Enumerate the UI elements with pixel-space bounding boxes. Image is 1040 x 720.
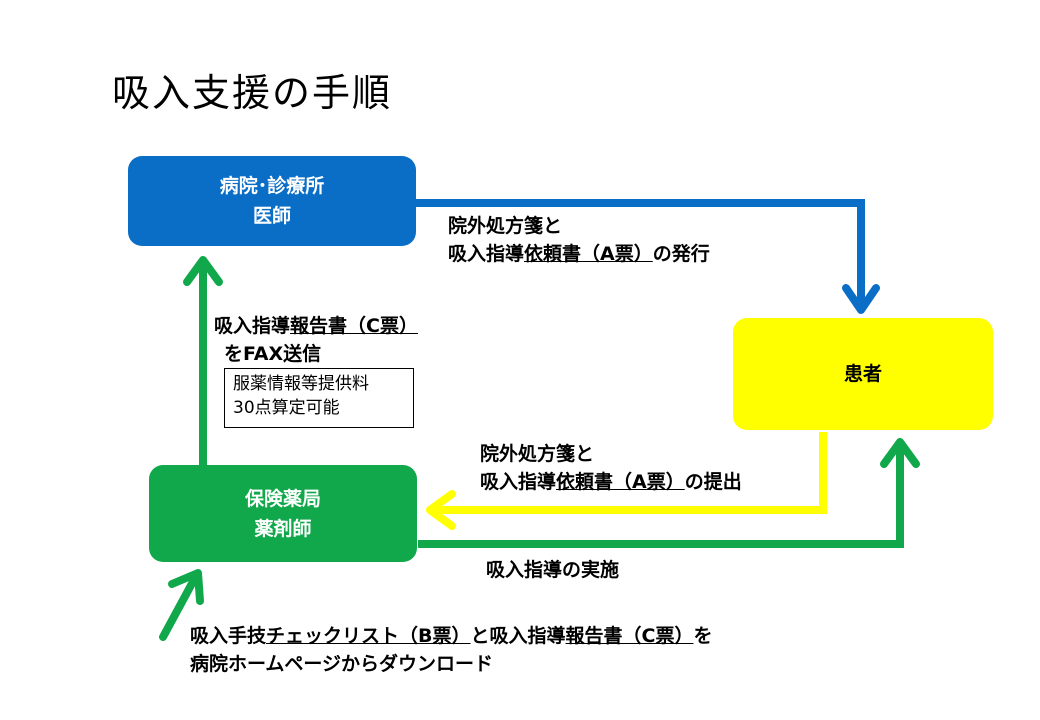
node-patient-label: 患者: [843, 363, 882, 385]
download-line2: 病院ホームページからダウンロード: [190, 653, 494, 675]
download-mid: と吸入指導: [470, 625, 566, 647]
arrowhead-patient-green: [880, 438, 920, 468]
fee-note: 服薬情報等提供料 30点算定可能: [224, 368, 414, 428]
edge-submit-label: 院外処方箋と 吸入指導依頼書（A票）の提出: [480, 440, 742, 496]
download-instructions: 吸入手技チェックリスト（B票）と吸入指導報告書（C票）を 病院ホームページからダ…: [190, 622, 712, 678]
edge-submit-form: 依頼書（A票）: [556, 471, 685, 493]
edge-submit-post: の提出: [684, 471, 742, 493]
download-pre: 吸入手技: [190, 625, 267, 647]
node-hospital-line1: 病院･診療所: [219, 175, 325, 197]
download-report: 報告書（C票）: [565, 625, 694, 647]
edge-issue-post: の発行: [652, 243, 710, 265]
node-pharmacy-line1: 保険薬局: [244, 487, 321, 510]
fee-note-line1: 服薬情報等提供料: [233, 374, 369, 394]
edge-issue-line1: 院外処方箋と: [448, 215, 563, 237]
edge-report-pre: 吸入指導: [214, 315, 291, 337]
node-patient: 患者: [733, 318, 993, 430]
fee-note-line2: 30点算定可能: [233, 398, 340, 418]
edge-report-form: 報告書（C票）: [290, 315, 418, 337]
arrowhead-patient-blue: [842, 284, 880, 314]
edge-report-label: 吸入指導報告書（C票） をFAX送信: [214, 312, 418, 368]
node-pharmacy: 保険薬局 薬剤師: [149, 465, 417, 562]
download-line1: 吸入手技チェックリスト（B票）と吸入指導報告書（C票）を: [190, 622, 712, 650]
edge-issue-label: 院外処方箋と 吸入指導依頼書（A票）の発行: [448, 212, 710, 268]
arrow-patient-to-pharmacy: [432, 432, 827, 514]
edge-submit-line2: 吸入指導依頼書（A票）の提出: [480, 468, 742, 496]
edge-report-line2: をFAX送信: [224, 343, 322, 365]
node-hospital: 病院･診療所 医師: [128, 156, 416, 246]
edge-guidance-label: 吸入指導の実施: [486, 559, 620, 581]
arrow-download: [159, 572, 200, 641]
edge-submit-pre: 吸入指導: [480, 471, 557, 493]
arrowhead-pharmacy-yellow: [426, 490, 456, 530]
edge-issue-line2: 吸入指導依頼書（A票）の発行: [448, 240, 710, 268]
arrow-hospital-to-patient: [416, 199, 865, 308]
download-checklist: チェックリスト（B票）: [266, 625, 471, 647]
download-post: を: [693, 625, 713, 647]
arrowhead-download: [168, 569, 204, 605]
node-pharmacy-line2: 薬剤師: [254, 517, 312, 540]
arrow-pharmacy-to-patient: [418, 442, 904, 548]
edge-issue-pre: 吸入指導: [448, 243, 525, 265]
page-title: 吸入支援の手順: [112, 71, 393, 115]
arrowhead-hospital-green: [183, 256, 223, 286]
edge-submit-line1: 院外処方箋と: [480, 443, 595, 465]
node-hospital-line2: 医師: [252, 205, 291, 227]
edge-issue-form: 依頼書（A票）: [524, 243, 653, 265]
edge-report-line1: 吸入指導報告書（C票）: [214, 312, 418, 340]
